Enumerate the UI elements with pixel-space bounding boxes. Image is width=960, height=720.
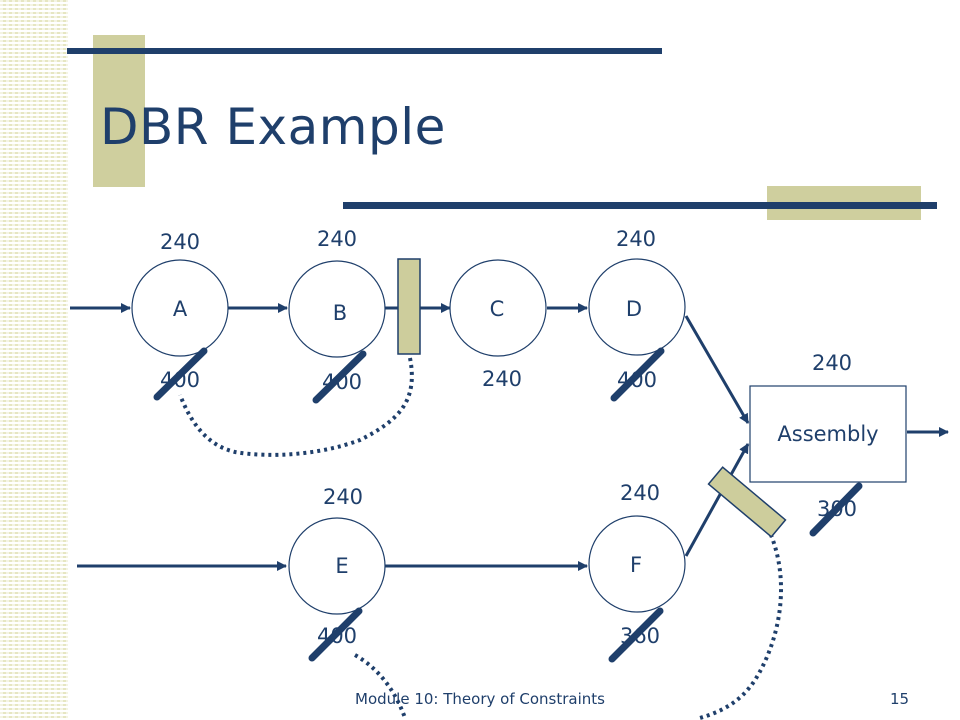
node-e-label: E [335,554,348,578]
node-a-strike [153,347,208,401]
node-e-circle [288,517,386,615]
node-d-strike [610,347,665,402]
assembly-box [749,385,907,483]
node-f-label: F [630,553,642,577]
slide-footer: Module 10: Theory of Constraints [355,690,605,708]
node-c-label: C [490,297,505,321]
page-number: 15 [890,690,910,708]
node-e-strike [308,607,363,662]
rope-line-3 [354,653,407,719]
node-a-label: A [173,297,188,321]
title-underline-rule [343,202,937,209]
node-c-bottom-value: 240 [482,367,522,391]
node-f-strike [608,607,664,663]
assembly-top-value: 240 [812,351,852,375]
node-f-top-value: 240 [620,481,660,505]
assembly-strike [809,482,863,537]
buffer-2 [707,466,787,538]
node-b-top-value: 240 [317,227,357,251]
node-d-top-value: 240 [616,227,656,251]
buffer-1 [397,258,421,355]
title-vertical-bar [93,35,145,187]
node-d-label: D [626,297,642,321]
node-e-top-value: 240 [323,485,363,509]
arrow-d-to-assembly [684,315,750,424]
node-b-label: B [333,301,347,325]
rope-line-1 [178,357,414,457]
left-stripe-decoration [0,0,68,720]
rope-line-2 [699,527,784,720]
node-a-circle [131,259,229,357]
node-f-circle [588,515,686,613]
top-rule [67,48,662,54]
node-c-circle [449,259,547,357]
node-d-circle [588,258,686,356]
node-b-circle [288,260,386,358]
arrow-f-to-assembly [684,443,750,557]
assembly-label: Assembly [777,422,878,446]
node-b-strike [312,350,367,404]
slide-title: DBR Example [100,98,446,156]
node-a-top-value: 240 [160,230,200,254]
